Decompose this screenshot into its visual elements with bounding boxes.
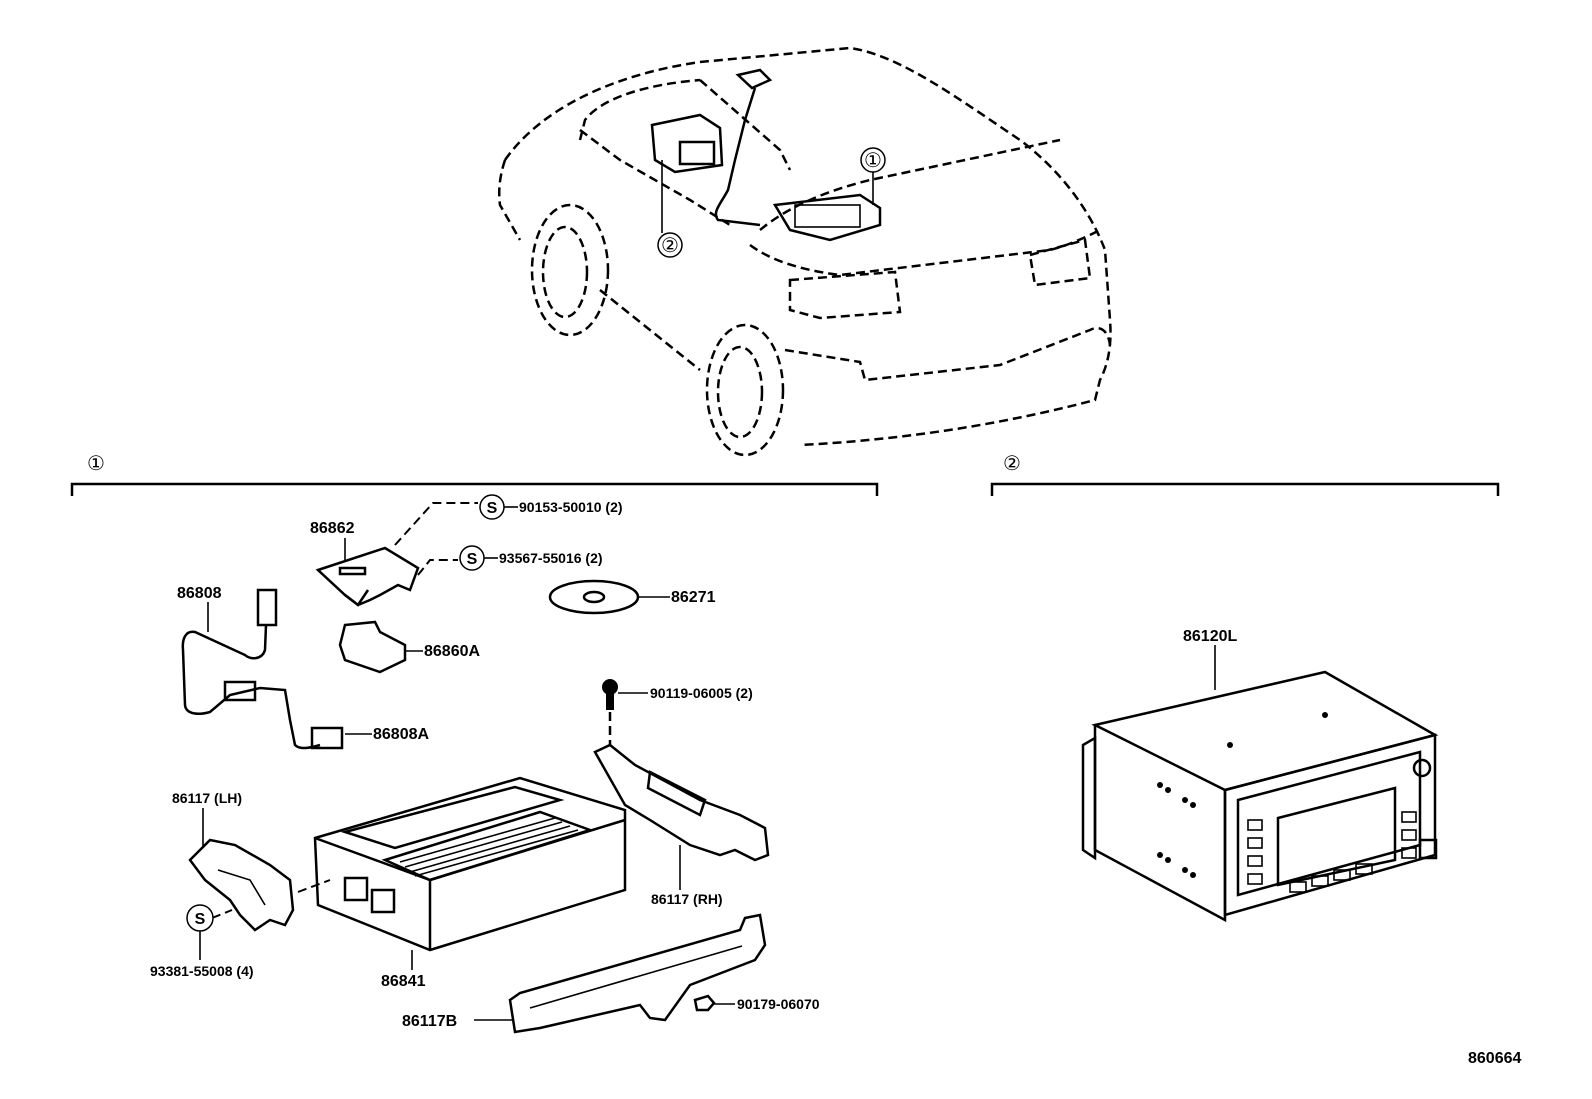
part-label-86862[interactable]: 86862 [310,520,355,537]
fastener-s-icon: S [479,494,505,520]
callout-2-label: ② [661,235,679,257]
screw-icon [602,679,618,710]
part-86860a-illustration [338,620,407,674]
part-label-90119-06005[interactable]: 90119-06005 (2) [650,685,753,701]
section-1-bracket [70,482,879,496]
section-1: ① 86862 S 90153-50010 (2) S 93567-55016 … [70,453,879,1034]
part-label-90153-50010[interactable]: 90153-50010 (2) [519,499,623,515]
part-86120l-navigation-unit-illustration [1081,670,1439,923]
section-2: ② [990,453,1500,923]
part-86117b-rail-illustration [508,913,767,1034]
part-86808-harness-illustration [181,588,344,750]
part-label-86271[interactable]: 86271 [671,589,716,606]
section-2-bracket [990,482,1500,496]
vehicle-overview-illustration [497,46,1112,457]
overview-callout-2[interactable]: ② [657,160,683,258]
part-86117-lh-bracket-illustration [188,838,295,932]
part-label-93567-55016[interactable]: 93567-55016 (2) [499,550,603,566]
nut-icon [693,994,716,1012]
figure-id: 860664 [1468,1050,1521,1067]
section-1-symbol: ① [87,453,105,475]
part-label-86120L[interactable]: 86120L [1183,628,1237,645]
part-label-86808A[interactable]: 86808A [373,726,429,743]
fastener-s-icon: S [186,904,214,932]
svg-text:S: S [467,551,478,568]
part-86862-bracket-illustration [315,546,420,607]
part-86117-rh-bracket-illustration [593,743,770,862]
part-label-86860A[interactable]: 86860A [424,643,480,660]
part-label-86808[interactable]: 86808 [177,585,222,602]
section-2-symbol: ② [1003,453,1021,475]
part-label-86841[interactable]: 86841 [381,973,426,990]
svg-text:S: S [195,911,206,928]
part-label-93381-55008[interactable]: 93381-55008 (4) [150,963,254,979]
fastener-s-icon: S [459,545,485,571]
part-86271-disc-illustration [548,579,640,615]
part-86841-unit-illustration [313,776,627,952]
part-label-86117B[interactable]: 86117B [402,1013,457,1030]
overview-callout-1[interactable]: ① [860,147,886,205]
part-label-90179-06070[interactable]: 90179-06070 [737,996,820,1012]
svg-text:S: S [487,500,498,517]
part-label-86117-LH[interactable]: 86117 (LH) [172,790,242,806]
callout-1-label: ① [864,150,882,172]
part-label-86117-RH[interactable]: 86117 (RH) [651,891,723,907]
